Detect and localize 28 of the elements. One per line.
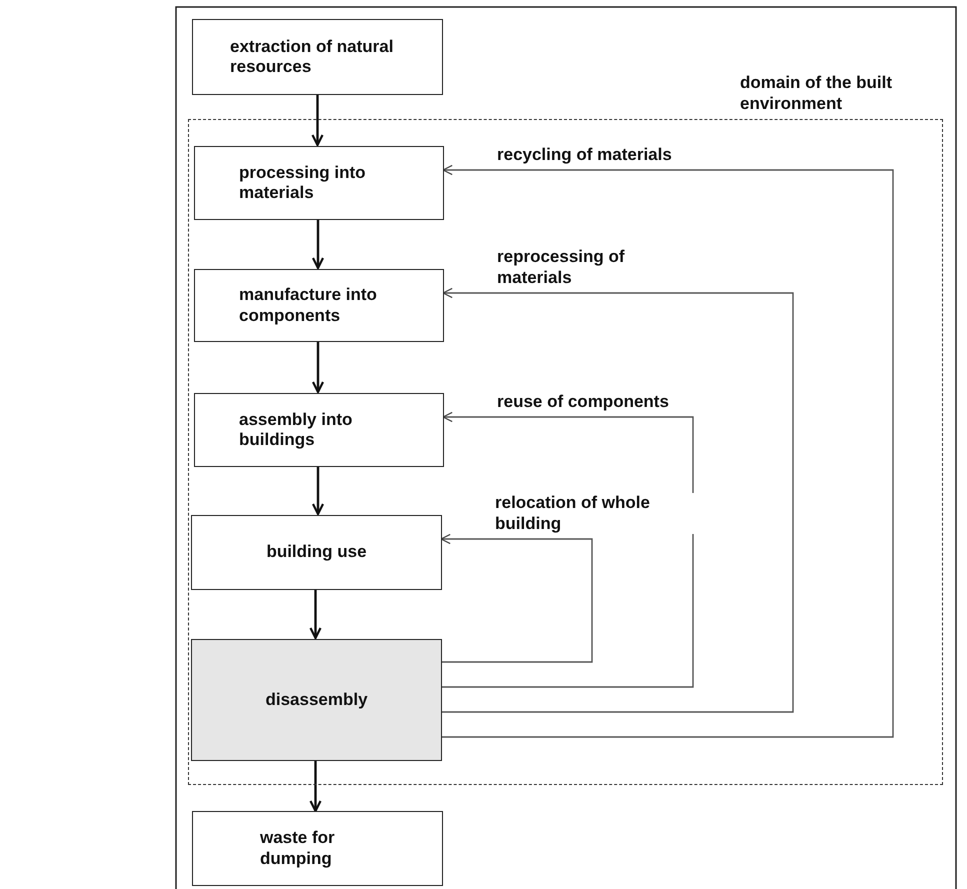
domain-label: domain of the built environment	[740, 73, 894, 114]
edge-label: recycling of materials	[497, 144, 672, 165]
process-box	[192, 811, 443, 886]
edge-label: relocation of whole building	[495, 493, 695, 534]
feedback-arrow	[441, 412, 694, 688]
flow-arrow	[311, 95, 324, 146]
process-box	[194, 146, 444, 220]
edge-label: reuse of components	[497, 392, 669, 412]
process-box	[191, 515, 442, 590]
process-box	[192, 19, 443, 95]
box-label: extraction of natural resources	[229, 36, 394, 78]
feedback-arrow	[441, 288, 794, 713]
flow-arrow	[312, 219, 324, 270]
box-label: manufacture into components	[238, 285, 378, 326]
process-box	[194, 269, 444, 342]
feedback-arrow	[441, 164, 894, 738]
process-box	[191, 639, 442, 761]
box-label: waste for dumping	[259, 828, 336, 869]
feedback-arrow	[440, 534, 593, 663]
flow-arrow	[309, 760, 322, 812]
box-label: disassembly	[264, 690, 369, 710]
box-label: building use	[265, 542, 368, 563]
flow-arrow	[312, 341, 324, 394]
box-label: processing into materials	[238, 162, 367, 204]
flow-arrow	[309, 589, 322, 640]
process-box	[194, 393, 444, 467]
flow-arrow	[312, 466, 324, 516]
box-label: assembly into buildings	[238, 410, 354, 450]
